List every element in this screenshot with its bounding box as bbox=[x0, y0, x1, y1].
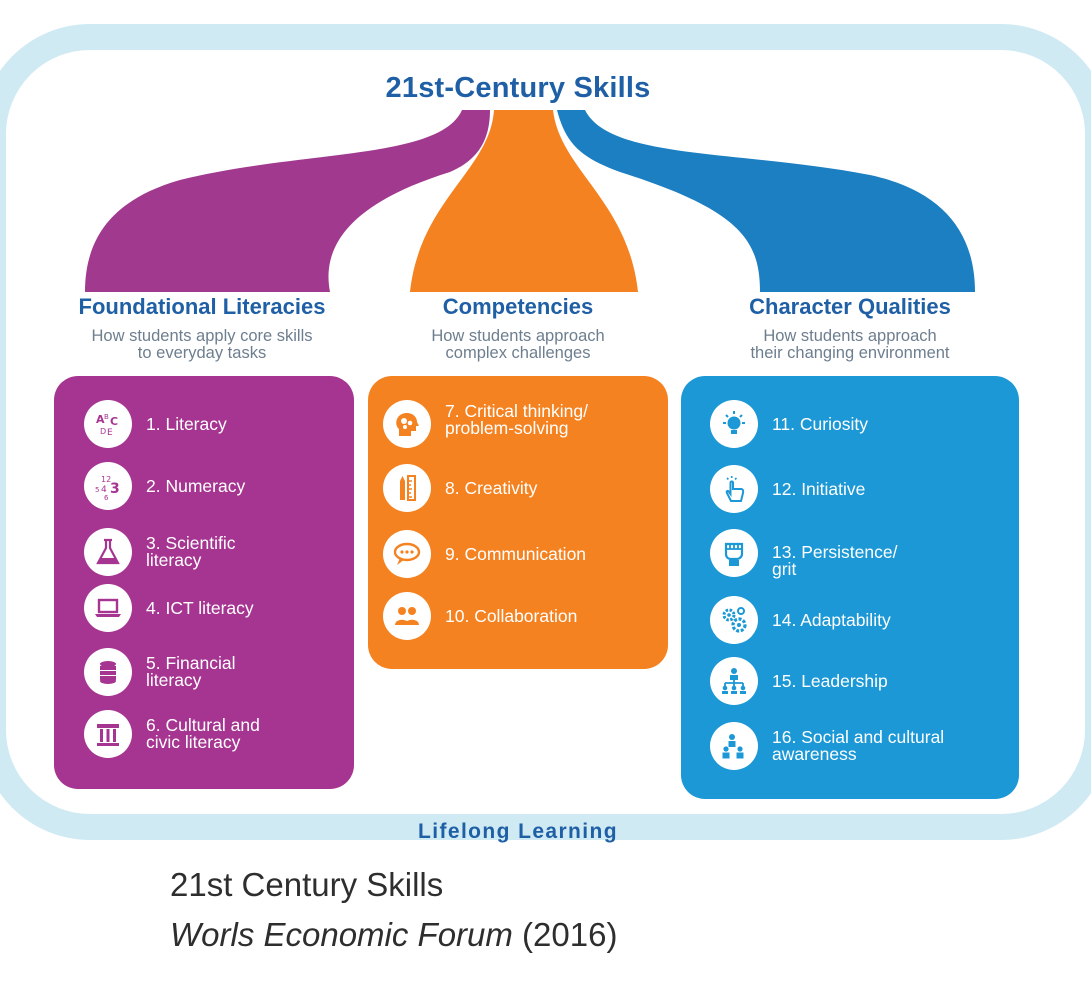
skill-item-leadership: 15. Leadership bbox=[710, 657, 888, 705]
fist-icon bbox=[710, 529, 758, 577]
org-chart-icon bbox=[710, 657, 758, 705]
skill-label-persistence: 13. Persistence/ grit bbox=[772, 542, 898, 579]
svg-text:A: A bbox=[96, 413, 105, 426]
skill-item-initiative: 12. Initiative bbox=[710, 465, 865, 513]
caption-source: Worls Economic Forum (2016) bbox=[170, 916, 617, 954]
svg-text:12: 12 bbox=[101, 475, 111, 484]
skill-item-curiosity: 11. Curiosity bbox=[710, 400, 868, 448]
skill-label-numeracy: 2. Numeracy bbox=[146, 475, 246, 496]
skill-item-communication: 9. Communication bbox=[383, 530, 586, 578]
svg-text:5: 5 bbox=[95, 486, 99, 494]
speech-bubbles-icon bbox=[383, 530, 431, 578]
skill-item-social-cultural-awareness: 16. Social and cultural awareness bbox=[710, 722, 944, 770]
skill-label-cultural-civic-literacy: 6. Cultural and civic literacy bbox=[146, 715, 260, 752]
caption-year: (2016) bbox=[512, 916, 618, 953]
skill-item-critical-thinking: 7. Critical thinking/ problem-solving bbox=[383, 400, 588, 448]
skill-label-collaboration: 10. Collaboration bbox=[445, 605, 578, 626]
group-icon bbox=[710, 722, 758, 770]
skill-label-leadership: 15. Leadership bbox=[772, 670, 888, 691]
skill-label-curiosity: 11. Curiosity bbox=[772, 413, 868, 434]
flow-blue bbox=[557, 110, 975, 292]
skill-label-adaptability: 14. Adaptability bbox=[772, 609, 891, 630]
column-subtitle-character: How students approach their changing env… bbox=[750, 327, 950, 362]
svg-text:E: E bbox=[107, 428, 113, 438]
head-gears-icon bbox=[383, 400, 431, 448]
svg-text:4: 4 bbox=[101, 485, 107, 495]
column-heading-character: Character Qualities bbox=[749, 294, 951, 319]
flask-icon bbox=[84, 528, 132, 576]
laptop-icon bbox=[84, 584, 132, 632]
column-icon bbox=[84, 710, 132, 758]
svg-text:C: C bbox=[110, 415, 118, 428]
caption-source-name: Worls Economic Forum bbox=[170, 916, 513, 953]
diagram-title: 21st-Century Skills bbox=[385, 72, 651, 104]
column-heading-foundational: Foundational Literacies bbox=[78, 294, 326, 319]
column-subtitle-foundational: How students apply core skills to everyd… bbox=[91, 327, 313, 362]
flow-purple bbox=[85, 110, 490, 292]
skill-item-persistence: 13. Persistence/ grit bbox=[710, 529, 898, 579]
caption-title: 21st Century Skills bbox=[170, 866, 444, 903]
pointing-hand-icon bbox=[710, 465, 758, 513]
skill-item-collaboration: 10. Collaboration bbox=[383, 592, 577, 640]
skill-label-financial-literacy: 5. Financial literacy bbox=[146, 653, 236, 690]
skill-label-ict-literacy: 4. ICT literacy bbox=[146, 597, 254, 618]
skill-label-scientific-literacy: 3. Scientific literacy bbox=[146, 533, 236, 570]
lifelong-learning-label: Lifelong Learning bbox=[418, 820, 618, 843]
skill-item-creativity: 8. Creativity bbox=[383, 464, 537, 512]
skill-label-social-cultural-awareness: 16. Social and cultural awareness bbox=[772, 727, 945, 764]
pencil-ruler-icon bbox=[383, 464, 431, 512]
skill-label-literacy: 1. Literacy bbox=[146, 413, 227, 434]
coin-stack-icon bbox=[84, 648, 132, 696]
svg-text:6: 6 bbox=[104, 494, 109, 501]
skill-item-cultural-civic-literacy: 6. Cultural and civic literacy bbox=[84, 710, 260, 758]
skill-item-financial-literacy: 5. Financial literacy bbox=[84, 648, 236, 696]
svg-text:B: B bbox=[104, 413, 109, 421]
svg-text:D: D bbox=[100, 427, 106, 436]
skill-item-ict-literacy: 4. ICT literacy bbox=[84, 584, 254, 632]
column-subtitle-competencies: How students approach complex challenges bbox=[431, 327, 605, 362]
skill-label-communication: 9. Communication bbox=[445, 543, 587, 564]
skill-item-adaptability: 14. Adaptability bbox=[710, 596, 891, 644]
skill-label-creativity: 8. Creativity bbox=[445, 477, 538, 498]
flow-orange bbox=[410, 110, 638, 292]
skill-label-critical-thinking: 7. Critical thinking/ problem-solving bbox=[445, 401, 588, 438]
skill-label-initiative: 12. Initiative bbox=[772, 478, 866, 499]
lightbulb-icon bbox=[710, 400, 758, 448]
people-icon bbox=[383, 592, 431, 640]
gears-icon bbox=[710, 596, 758, 644]
column-heading-competencies: Competencies bbox=[442, 294, 594, 319]
svg-text:3: 3 bbox=[110, 481, 120, 497]
skill-item-scientific-literacy: 3. Scientific literacy bbox=[84, 528, 235, 576]
